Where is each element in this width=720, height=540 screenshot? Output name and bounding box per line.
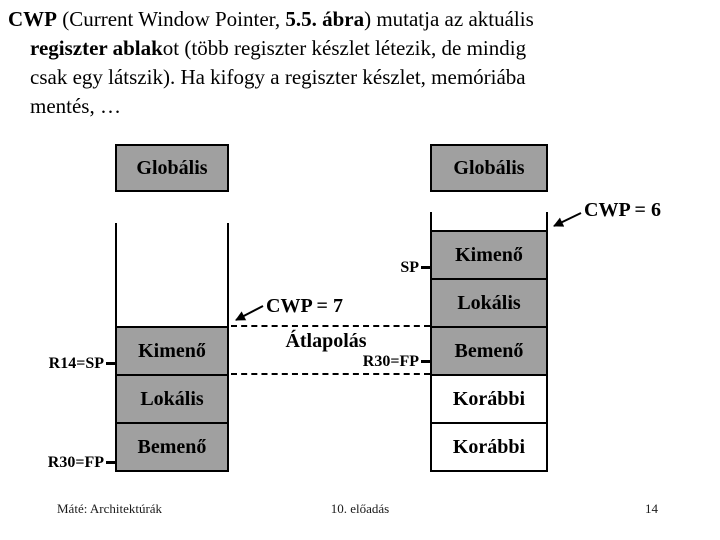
title-text: mentés, … <box>30 94 121 118</box>
cwp7-arrow <box>235 305 264 321</box>
overlap-label: Átlapolás <box>285 330 367 352</box>
cwp7-label: CWP = 7 <box>266 295 343 317</box>
pointer-tick <box>106 461 115 464</box>
r30-fp-text: R30=FP <box>362 352 419 370</box>
right-window-incoming-box: Bemenő <box>430 326 548 376</box>
left-window-outgoing-box: Kimenő <box>115 326 229 376</box>
title-text: regiszter ablak <box>30 36 163 60</box>
title-text: CWP <box>8 7 57 31</box>
r14-sp-label: R14=SP <box>49 354 115 373</box>
r30-fp-label-overlap: R30=FP <box>363 352 430 371</box>
sp-text: SP <box>400 258 419 276</box>
left-window-incoming-box: Bemenő <box>115 422 229 472</box>
title-line-2: regiszter ablakot (több regiszter készle… <box>8 34 718 63</box>
title-line-1: CWP (Current Window Pointer, 5.5. ábra) … <box>8 5 718 34</box>
right-window-previous-box-2: Korábbi <box>430 422 548 472</box>
title-text: 5.5. ábra <box>285 7 365 31</box>
left-window-global-box: Globális <box>115 144 229 192</box>
overlap-dash-top <box>231 325 430 327</box>
footer-author: Máté: Architektúrák <box>57 501 163 516</box>
right-window-outgoing-box: Kimenő <box>430 230 548 280</box>
cwp6-label: CWP = 6 <box>584 199 661 221</box>
title-line-3: csak egy látszik). Ha kifogy a regiszter… <box>8 63 718 92</box>
right-window-previous-box-1: Korábbi <box>430 374 548 424</box>
left-window-local-box: Lokális <box>115 374 229 424</box>
title-text: csak egy látszik). Ha kifogy a regiszter… <box>30 65 526 89</box>
title-text: ) mutatja az aktuális <box>364 7 534 31</box>
title-line-4: mentés, … <box>8 92 718 121</box>
r14-sp-text: R14=SP <box>48 354 104 372</box>
title-text: ot (több regiszter készlet létezik, de m… <box>162 36 527 60</box>
footer-lecture: 10. előadás <box>330 501 390 516</box>
r30-fp-text: R30=FP <box>47 453 104 471</box>
pointer-tick <box>421 266 430 269</box>
overlap-dash-bottom <box>231 373 430 375</box>
right-window-empty-stack <box>430 212 548 232</box>
pointer-tick <box>421 360 430 363</box>
title-text: (Current Window Pointer, <box>57 7 286 31</box>
r30-fp-label-left: R30=FP <box>48 453 115 472</box>
sp-label-right: SP <box>400 258 430 277</box>
right-window-local-box: Lokális <box>430 278 548 328</box>
cwp6-arrow <box>553 212 582 227</box>
pointer-tick <box>106 362 115 365</box>
right-window-global-box: Globális <box>430 144 548 192</box>
footer-page-number: 14 <box>645 501 658 516</box>
left-window-empty-stack <box>115 223 229 328</box>
slide-title: CWP (Current Window Pointer, 5.5. ábra) … <box>8 5 718 121</box>
